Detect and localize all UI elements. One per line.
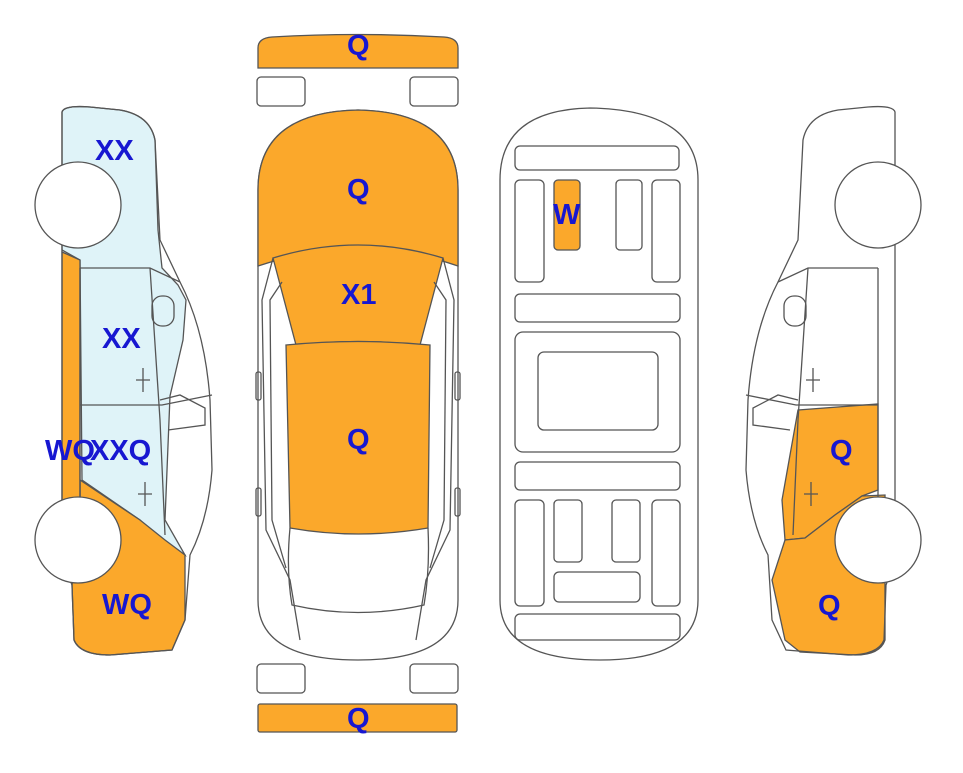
right-side-view (745, 105, 922, 656)
label-interior-seat: W (553, 199, 581, 231)
left-body-outline (61, 105, 213, 656)
right-body-outline (745, 105, 896, 656)
label-left-middle: XX (102, 323, 141, 355)
interior-body-outline (499, 107, 699, 661)
label-hood: Q (347, 174, 370, 206)
label-roof: Q (347, 424, 370, 456)
left-front-wheel (34, 161, 122, 249)
label-left-bottom: WQ (102, 589, 152, 621)
roof-shape (285, 340, 431, 535)
left-rear-wheel (34, 496, 122, 584)
label-left-lower-b: XXQ (90, 435, 152, 467)
front-bumper-shape (257, 33, 459, 69)
left-side-view (34, 105, 213, 656)
rear-bumper-shape (257, 703, 458, 733)
interior-seat-damage (553, 179, 581, 251)
label-rear-bumper: Q (347, 703, 370, 735)
right-rear-wheel (834, 496, 922, 584)
label-left-upper: XX (95, 135, 134, 167)
label-front-bumper: Q (347, 30, 370, 62)
label-left-lower-a: WQ (45, 435, 95, 467)
label-right-door: Q (830, 435, 853, 467)
right-front-wheel (834, 161, 922, 249)
interior-view (499, 107, 699, 661)
top-view (255, 33, 461, 733)
label-windshield: X1 (341, 279, 377, 311)
label-right-bottom: Q (818, 590, 841, 622)
